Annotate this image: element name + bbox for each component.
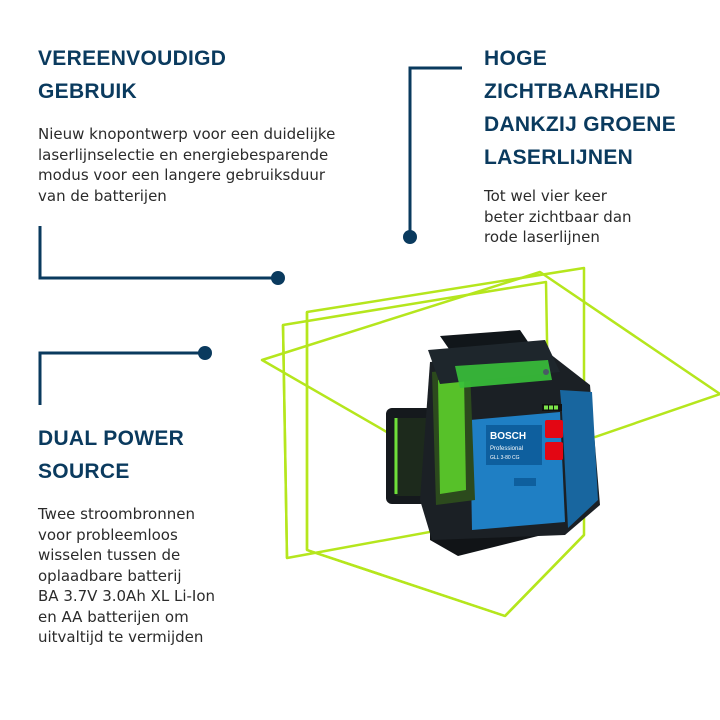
description-line: Tot wel vier keer [484,187,607,205]
feature-simplified-use-heading: VEREENVOUDIGD GEBRUIK [38,42,226,108]
heading-line: ZICHTBAARHEID [484,80,661,103]
connector-visibility [403,66,462,244]
heading-line: DANKZIJ GROENE [484,113,677,136]
feature-simplified-use-description: Nieuw knopontwerp voor een duidelijke la… [38,124,335,206]
description-line: oplaadbare batterij [38,566,182,585]
laser-level-device: BOSCH Professional GLL 3-80 CG [386,330,600,556]
heading-line: HOGE [484,47,548,70]
description-line: beter zichtbaar dan [484,207,632,226]
connector-simplified-use [38,226,285,285]
description-line: Twee stroombronnen [38,505,195,523]
description-line: en AA batterijen om [38,607,189,626]
feature-visibility-description: Tot wel vier keer beter zichtbaar dan ro… [484,186,632,248]
description-line: modus voor een langere gebruiksduur [38,166,326,184]
heading-line: DUAL POWER [38,427,185,450]
device-line: Professional [490,446,523,452]
description-line: rode laserlijnen [484,228,600,246]
description-line: laserlijnselectie en energiebesparende [38,145,329,164]
description-line: BA 3.7V 3.0Ah XL Li-Ion [38,587,216,605]
description-line: Nieuw knopontwerp voor een duidelijke [38,125,336,143]
laser-planes-front [281,312,585,618]
description-line: uitvaltijd te vermijden [38,628,204,646]
connector-dual-power [38,346,212,405]
description-line: van de batterijen [38,186,167,205]
feature-dual-power-heading: DUAL POWER SOURCE [38,422,184,488]
heading-line: LASERLIJNEN [484,146,634,169]
heading-line: VEREENVOUDIGD [38,47,227,70]
heading-line: SOURCE [38,460,130,483]
description-line: voor probleemloos [38,525,178,544]
description-line: wisselen tussen de [38,546,181,564]
power-button-icon [545,420,563,438]
feature-visibility-heading: HOGE ZICHTBAARHEID DANKZIJ GROENE LASERL… [484,42,676,174]
feature-dual-power-description: Twee stroombronnen voor probleemloos wis… [38,504,215,648]
device-model: GLL 3-80 CG [490,455,520,461]
device-brand: BOSCH [490,431,526,442]
heading-line: GEBRUIK [38,80,137,103]
mode-button-icon [545,442,563,460]
